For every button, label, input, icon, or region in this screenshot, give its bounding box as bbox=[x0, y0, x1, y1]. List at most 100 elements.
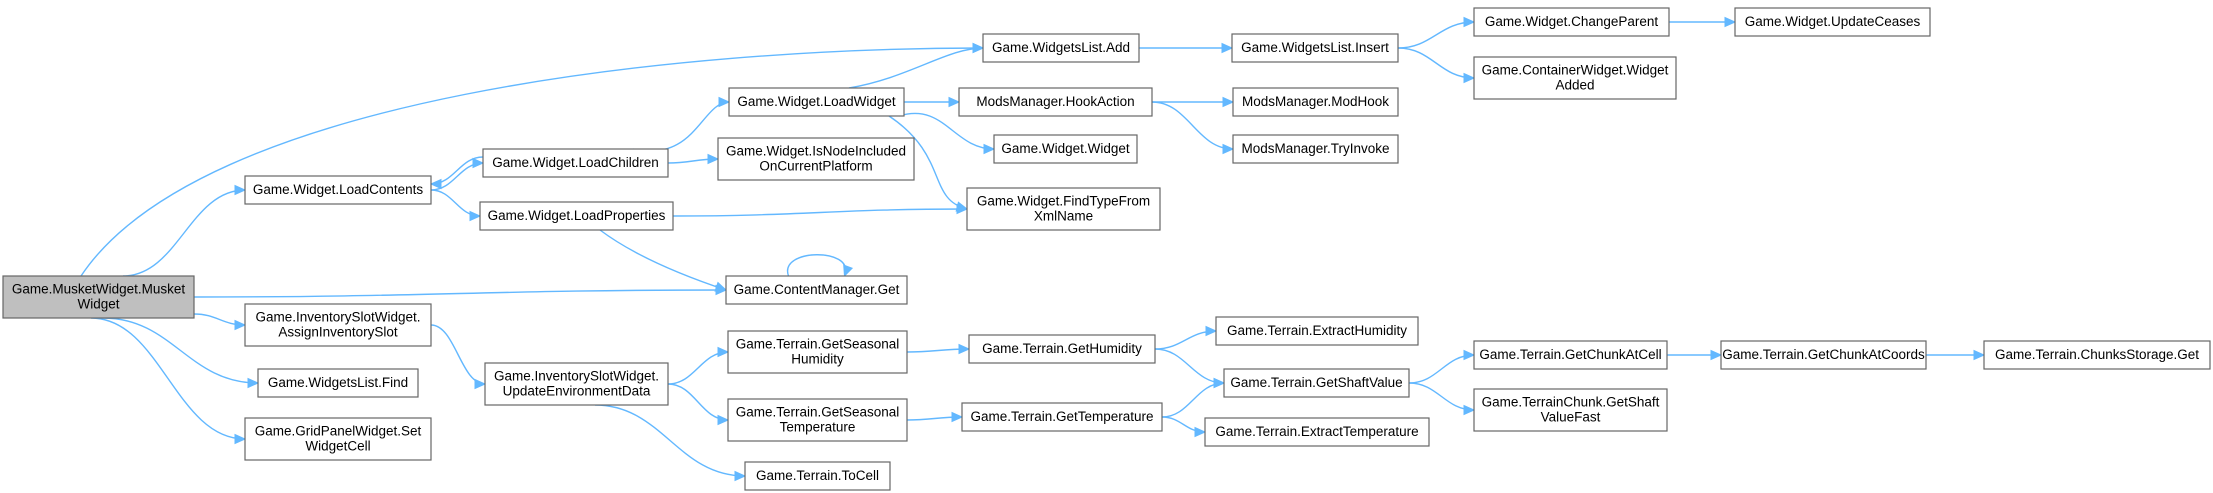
node-game-terrain-gettemperature[interactable]: Game.Terrain.GetTemperature bbox=[961, 402, 1163, 432]
node-box bbox=[1473, 7, 1670, 37]
node-game-inventoryslotwidget-assigninventoryslot[interactable]: Game.InventorySlotWidget.AssignInventory… bbox=[244, 303, 432, 347]
edge-game-widgetslist-insert-to-game-widget-changeparent bbox=[1397, 16, 1476, 49]
edge-line bbox=[888, 115, 968, 210]
node-box bbox=[1734, 7, 1931, 37]
edge-line bbox=[848, 47, 984, 89]
node-label: Game.Terrain.GetSeasonal bbox=[736, 337, 900, 352]
node-label: Game.Terrain.GetChunkAtCoords bbox=[1722, 347, 1925, 362]
node-game-widget-loadproperties[interactable]: Game.Widget.LoadProperties bbox=[479, 201, 674, 231]
edge-arrowhead bbox=[958, 343, 971, 355]
node-game-widget-widget[interactable]: Game.Widget.Widget bbox=[993, 134, 1138, 164]
node-game-terrain-chunksstorage-get[interactable]: Game.Terrain.ChunksStorage.Get bbox=[1983, 340, 2211, 370]
edge-game-widget-changeparent-to-game-widget-updateceases bbox=[1669, 16, 1737, 28]
node-modsmanager-tryinvoke[interactable]: ModsManager.TryInvoke bbox=[1232, 134, 1399, 164]
node-game-widgetslist-find[interactable]: Game.WidgetsList.Find bbox=[257, 368, 419, 398]
node-label: Game.Terrain.GetHumidity bbox=[982, 341, 1142, 356]
node-label: OnCurrentPlatform bbox=[759, 159, 872, 174]
node-game-widget-changeparent[interactable]: Game.Widget.ChangeParent bbox=[1473, 7, 1670, 37]
edge-line bbox=[102, 317, 259, 384]
node-box bbox=[966, 187, 1161, 231]
edge-game-widget-loadproperties-to-game-widget-findtypefromxmlname bbox=[672, 203, 969, 217]
edge-arrowhead bbox=[718, 96, 731, 108]
node-game-inventoryslotwidget-updateenvironmentdata[interactable]: Game.InventorySlotWidget.UpdateEnvironme… bbox=[484, 362, 669, 406]
edge-game-widget-loadchildren-to-game-widget-loadwidget bbox=[632, 96, 731, 152]
node-box bbox=[961, 402, 1163, 432]
node-game-terrain-gethumidity[interactable]: Game.Terrain.GetHumidity bbox=[968, 334, 1156, 364]
edge-arrowhead bbox=[234, 319, 247, 331]
nodes-layer: Game.MusketWidget.MusketWidgetGame.Widge… bbox=[2, 7, 2211, 491]
edge-line bbox=[1151, 101, 1234, 150]
edge-modsmanager-hookaction-to-modsmanager-tryinvoke bbox=[1151, 101, 1235, 155]
node-label: Widget bbox=[77, 297, 119, 312]
edge-line bbox=[786, 254, 847, 277]
node-box bbox=[482, 148, 669, 178]
node-game-widgetslist-add[interactable]: Game.WidgetsList.Add bbox=[982, 33, 1140, 63]
node-game-widgetslist-insert[interactable]: Game.WidgetsList.Insert bbox=[1231, 33, 1399, 63]
node-modsmanager-modhook[interactable]: ModsManager.ModHook bbox=[1232, 87, 1399, 117]
node-game-terrain-getchunkatcoords[interactable]: Game.Terrain.GetChunkAtCoords bbox=[1720, 340, 1927, 370]
node-game-widget-updateceases[interactable]: Game.Widget.UpdateCeases bbox=[1734, 7, 1931, 37]
edge-line bbox=[430, 189, 481, 217]
edge-line bbox=[122, 189, 246, 277]
node-label: Added bbox=[1555, 78, 1594, 93]
node-label: Temperature bbox=[780, 420, 856, 435]
node-label: Game.WidgetsList.Find bbox=[268, 375, 408, 390]
node-label: UpdateEnvironmentData bbox=[503, 384, 651, 399]
node-label: AssignInventorySlot bbox=[278, 325, 398, 340]
edge-arrowhead bbox=[247, 377, 260, 389]
node-game-terrain-extracttemperature[interactable]: Game.Terrain.ExtractTemperature bbox=[1204, 417, 1430, 447]
edge-arrowhead bbox=[1463, 404, 1476, 416]
node-game-widget-loadwidget[interactable]: Game.Widget.LoadWidget bbox=[728, 87, 905, 117]
node-game-widget-loadcontents[interactable]: Game.Widget.LoadContents bbox=[244, 175, 432, 205]
edge-arrowhead bbox=[734, 470, 747, 482]
node-game-terrain-tocell[interactable]: Game.Terrain.ToCell bbox=[744, 461, 891, 491]
node-game-terrain-getshaftvalue[interactable]: Game.Terrain.GetShaftValue bbox=[1223, 368, 1410, 398]
edge-game-widget-loadwidget-to-game-widget-widget bbox=[898, 112, 996, 155]
node-label: ModsManager.ModHook bbox=[1242, 94, 1389, 109]
edge-line bbox=[599, 229, 727, 291]
node-label: WidgetCell bbox=[305, 439, 370, 454]
node-label: Game.WidgetsList.Insert bbox=[1241, 40, 1389, 55]
edge-arrowhead bbox=[474, 378, 487, 390]
edge-arrowhead bbox=[972, 42, 985, 54]
edge-game-terrain-gettemperature-to-game-terrain-getshaftvalue bbox=[1161, 377, 1226, 418]
node-label: Game.MusketWidget.Musket bbox=[12, 282, 186, 297]
edge-arrowhead bbox=[429, 178, 442, 190]
node-game-widget-isnodeincludedoncurrentplatform[interactable]: Game.Widget.IsNodeIncludedOnCurrentPlatf… bbox=[717, 137, 915, 181]
edge-arrowhead bbox=[717, 346, 730, 358]
edge-game-widget-loadcontents-to-game-widget-loadproperties bbox=[430, 189, 482, 222]
node-label: ValueFast bbox=[1541, 410, 1601, 425]
node-game-terrain-getchunkatcell[interactable]: Game.Terrain.GetChunkAtCell bbox=[1473, 340, 1668, 370]
edge-arrowhead bbox=[472, 157, 485, 169]
node-box bbox=[1473, 56, 1677, 100]
node-label: Game.Terrain.GetShaftValue bbox=[1230, 375, 1402, 390]
node-game-widget-loadchildren[interactable]: Game.Widget.LoadChildren bbox=[482, 148, 669, 178]
node-box bbox=[958, 87, 1153, 117]
node-box bbox=[728, 87, 905, 117]
node-game-musketwidget-musketwidget[interactable]: Game.MusketWidget.MusketWidget bbox=[2, 275, 195, 319]
edge-arrowhead bbox=[1463, 16, 1476, 28]
edge-arrowhead bbox=[1194, 426, 1207, 438]
node-label: Game.Terrain.ExtractHumidity bbox=[1227, 323, 1407, 338]
edge-game-widget-loadchildren-to-game-widget-isnodeincludedoncurrentplatform bbox=[667, 153, 720, 165]
edges-layer bbox=[80, 16, 1986, 482]
node-box bbox=[244, 303, 432, 347]
edge-game-terrain-gethumidity-to-game-terrain-extracthumidity bbox=[1154, 325, 1218, 350]
node-label: Game.Widget.Widget bbox=[1001, 141, 1130, 156]
node-game-terrain-extracthumidity[interactable]: Game.Terrain.ExtractHumidity bbox=[1215, 316, 1419, 346]
node-modsmanager-hookaction[interactable]: ModsManager.HookAction bbox=[958, 87, 1153, 117]
node-box bbox=[1983, 340, 2211, 370]
node-label: Game.TerrainChunk.GetShaft bbox=[1482, 395, 1660, 410]
edge-line bbox=[90, 317, 246, 440]
edge-line bbox=[80, 47, 984, 277]
node-label: Game.Terrain.ToCell bbox=[756, 468, 879, 483]
edge-arrowhead bbox=[983, 143, 996, 155]
node-box bbox=[479, 201, 674, 231]
node-game-contentmanager-get[interactable]: Game.ContentManager.Get bbox=[725, 275, 908, 305]
